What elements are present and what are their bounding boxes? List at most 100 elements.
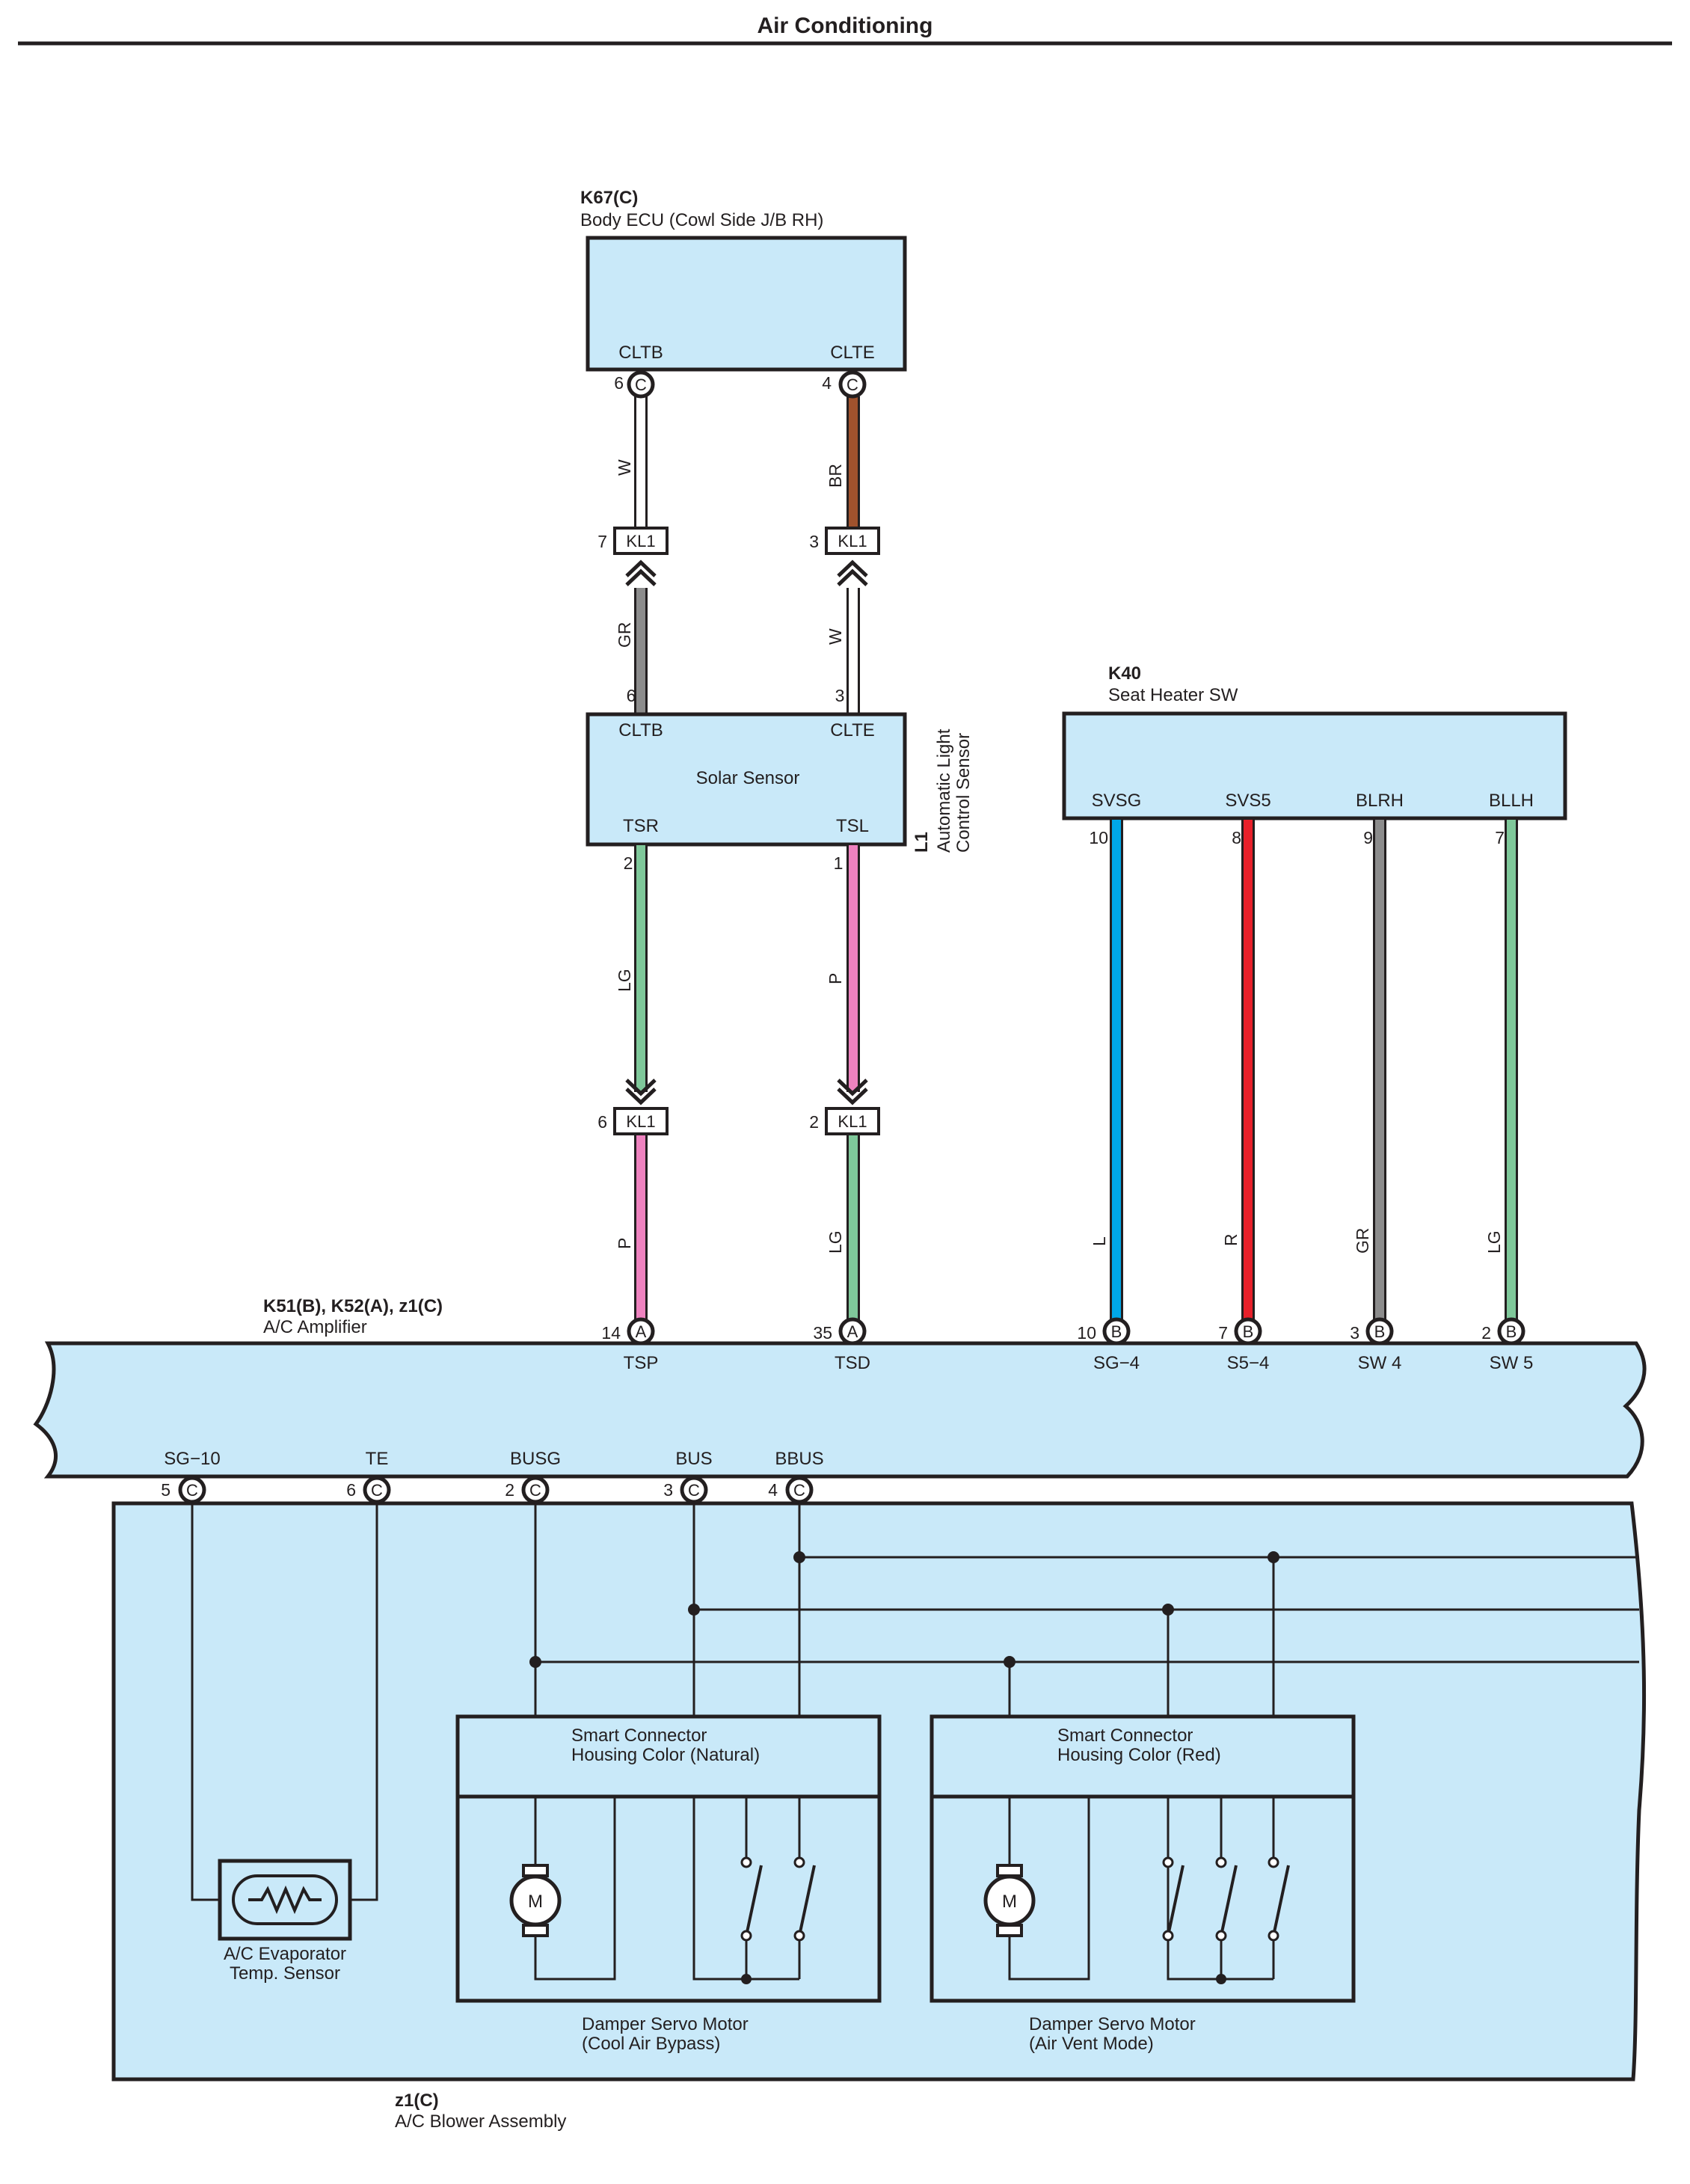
amp-pin-connector-bbus: C xyxy=(793,1481,805,1500)
kl1-connector-3-label: KL1 xyxy=(838,532,867,550)
wire-kl1-solar-clte: W xyxy=(826,588,860,714)
amp-pin-label-sw5: SW 5 xyxy=(1490,1353,1534,1373)
servo-cool-motor-brush-top xyxy=(522,1864,549,1877)
solar-pin-label-tsr: TSR xyxy=(623,816,659,836)
kl1-connector-3-chevron-icon xyxy=(837,559,868,586)
wire-kl1-amp-tsp-code: P xyxy=(615,1238,634,1249)
kl1-connector-2: KL1 2 xyxy=(809,1079,880,1135)
wire-solar-tsr-kl1: LG xyxy=(615,845,648,1092)
switch-contact xyxy=(793,1930,805,1942)
junction-dot xyxy=(688,1604,700,1616)
amp-pin-connector-tsd: A xyxy=(847,1322,858,1341)
wire-seat-bllh-code: LG xyxy=(1484,1230,1504,1254)
solar-pin-number-tsr: 2 xyxy=(624,853,633,873)
amp-pin-circle-busg: C xyxy=(521,1476,550,1504)
wire-seat-bllh-core xyxy=(1507,820,1516,1327)
amp-pin-number-bbus: 4 xyxy=(768,1480,778,1500)
body-ecu-pin-label-clte: CLTE xyxy=(830,343,875,363)
amp-pin-circle-sg10: C xyxy=(178,1476,206,1504)
wire-kl1-solar-cltb: GR xyxy=(615,588,648,714)
evaporator-temp-sensor: A/C Evaporator Temp. Sensor xyxy=(218,1859,352,1984)
wire-solar-tsr-kl1-code: LG xyxy=(615,969,634,992)
amp-pin-label-te: TE xyxy=(366,1449,389,1469)
wire-kl1-amp-tsp-core xyxy=(636,1135,645,1327)
amp-pin-circle-sw4: B xyxy=(1365,1317,1394,1346)
body-ecu-pin-connector-cltb: C xyxy=(635,375,647,394)
wire-ecu-clte-kl1-core xyxy=(849,396,858,531)
servo-cool-motor-loop xyxy=(534,1797,616,1981)
servo-cool-header-line2: Housing Color (Natural) xyxy=(571,1745,760,1765)
body-ecu-pin-number-clte: 4 xyxy=(822,373,832,393)
amp-pin-label-bus: BUS xyxy=(675,1449,712,1469)
amp-pin-circle-tsd-ring xyxy=(838,1317,867,1346)
amp-pin-circle-s54-ring xyxy=(1234,1317,1262,1346)
amp-pin-number-sw5: 2 xyxy=(1481,1323,1491,1343)
evap-sensor-capsule xyxy=(232,1874,338,1925)
servo-cool-air-bypass: Smart Connector Housing Color (Natural) … xyxy=(455,1714,882,2054)
servo-vent-motor-loop xyxy=(1008,1797,1090,1981)
amp-pin-number-bus: 3 xyxy=(663,1480,673,1500)
switch-contact xyxy=(1162,1856,1174,1868)
kl1-connector-7: KL1 7 xyxy=(597,527,669,586)
amp-pin-number-s54: 7 xyxy=(1218,1323,1228,1343)
motor-icon xyxy=(509,1874,562,1927)
amp-pin-circle-sw4-ring xyxy=(1365,1317,1394,1346)
amp-pin-connector-s54: B xyxy=(1243,1322,1254,1341)
wire-seat-bllh: LG xyxy=(1484,820,1518,1327)
amp-pin-label-sg10: SG−10 xyxy=(164,1449,220,1469)
seat-pin-number-blrh: 9 xyxy=(1363,828,1373,847)
amp-pin-connector-bus: C xyxy=(688,1481,700,1500)
wire-seat-svsg: L xyxy=(1090,820,1123,1327)
kl1-connector-2-label: KL1 xyxy=(838,1112,867,1131)
kl1-connector-2-number: 2 xyxy=(809,1112,819,1132)
kl1-connector-7-box xyxy=(613,527,669,555)
amp-pin-circle-sw5: B xyxy=(1497,1317,1525,1346)
motor-icon xyxy=(983,1874,1036,1927)
amp-pin-circle-busg-ring xyxy=(521,1476,550,1504)
kl1-connector-2-box xyxy=(825,1107,880,1135)
junction-dot xyxy=(1004,1656,1015,1668)
evap-sensor-name-line1: A/C Evaporator xyxy=(224,1944,346,1964)
solar-pin-number-tsl: 1 xyxy=(834,853,844,873)
amp-pin-number-tsd: 35 xyxy=(813,1323,832,1343)
body-ecu-code: K67(C) xyxy=(580,188,638,208)
wire-sg10-sensor xyxy=(191,1502,221,1901)
switch-contact xyxy=(1215,1856,1227,1868)
servo-cool-caption-line1: Damper Servo Motor xyxy=(582,2014,749,2034)
kl1-connector-3: KL1 3 xyxy=(809,527,880,586)
junction-dot xyxy=(793,1551,805,1563)
servo-cool-switch-2-blade xyxy=(798,1865,816,1936)
amp-pin-label-tsd: TSD xyxy=(835,1353,870,1373)
servo-vent-switch-3-blade xyxy=(1272,1865,1290,1936)
seat-pin-number-svs5: 8 xyxy=(1232,828,1241,847)
body-ecu-name: Body ECU (Cowl Side J/B RH) xyxy=(580,210,823,230)
amp-pin-number-sg4: 10 xyxy=(1077,1323,1096,1343)
wire-kl1-amp-tsp: P xyxy=(615,1135,648,1327)
amp-pin-number-sg10: 5 xyxy=(161,1480,170,1500)
body-ecu-pin-circle-cltb-ring xyxy=(627,370,655,399)
junction-dot xyxy=(1162,1604,1174,1616)
servo-cool-motor-label: M xyxy=(528,1892,543,1912)
wire-kl1-solar-cltb-code: GR xyxy=(615,622,634,648)
amp-pin-connector-sw5: B xyxy=(1506,1322,1517,1341)
servo-cool-box xyxy=(455,1714,882,2003)
evap-sensor-box xyxy=(218,1859,352,1941)
wire-seat-blrh-core xyxy=(1375,820,1384,1327)
seat-pin-label-blrh: BLRH xyxy=(1356,791,1404,811)
solar-sensor-inner-label: Solar Sensor xyxy=(696,768,800,788)
ac-amplifier: K51(B), K52(A), z1(C) A/C Amplifier 14 3… xyxy=(33,1296,1647,1500)
page-title: Air Conditioning xyxy=(758,13,933,38)
wire-seat-svsg-code: L xyxy=(1090,1236,1109,1246)
amp-pin-circle-te-ring xyxy=(363,1476,391,1504)
servo-vent-header-line2: Housing Color (Red) xyxy=(1057,1745,1221,1765)
seat-heater-box xyxy=(1062,711,1567,820)
wire-ecu-cltb-kl1-code: W xyxy=(615,459,634,476)
ac-amp-name: A/C Amplifier xyxy=(263,1317,367,1337)
ac-amp-box xyxy=(33,1341,1647,1479)
switch-contact xyxy=(793,1856,805,1868)
switch-contact xyxy=(1162,1930,1174,1942)
seat-pin-label-svs5: SVS5 xyxy=(1225,791,1270,811)
servo-air-vent-mode: Smart Connector Housing Color (Red) M Da… xyxy=(930,1714,1356,2054)
amp-pin-circle-te: C xyxy=(363,1476,391,1504)
kl1-connector-6-label: KL1 xyxy=(626,1112,655,1131)
